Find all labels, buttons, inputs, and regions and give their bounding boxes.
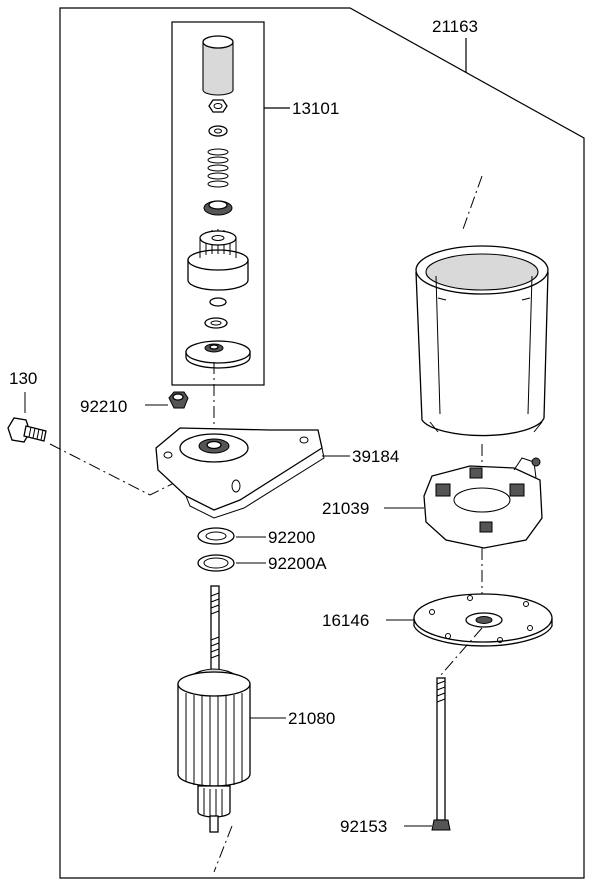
label-end-cap: 16146: [322, 611, 369, 630]
end-cap-axis: [439, 627, 483, 677]
armature-part: [177, 585, 251, 833]
drive-kit-box: [171, 21, 265, 386]
label-brush-holder: 21039: [322, 499, 369, 518]
housing-axis: [461, 175, 483, 233]
drive-kit-parts: [185, 35, 251, 369]
through-bolt-part: [431, 677, 451, 831]
bolt-axis: [49, 443, 181, 496]
label-armature: 21080: [288, 709, 335, 728]
label-washer-b: 92200A: [268, 554, 327, 573]
bolt-part: [7, 417, 47, 443]
assembly-frame: [59, 7, 585, 879]
end-cap-part: [413, 593, 553, 647]
brush-holder-part: [423, 457, 543, 549]
washer-a-part: [197, 527, 235, 545]
label-washer-a: 92200: [268, 528, 315, 547]
washer-b-part: [197, 554, 235, 572]
label-bolt: 130: [9, 369, 37, 388]
label-through-bolt: 92153: [340, 817, 387, 836]
label-drive-kit: 13101: [292, 99, 339, 118]
label-nut: 92210: [80, 397, 127, 416]
bracket-part: [155, 427, 325, 519]
nut-part: [168, 391, 189, 409]
housing-part: [415, 245, 549, 437]
center-axis-lower: [213, 825, 233, 873]
label-assembly: 21163: [432, 17, 478, 36]
label-bracket: 39184: [352, 447, 399, 466]
